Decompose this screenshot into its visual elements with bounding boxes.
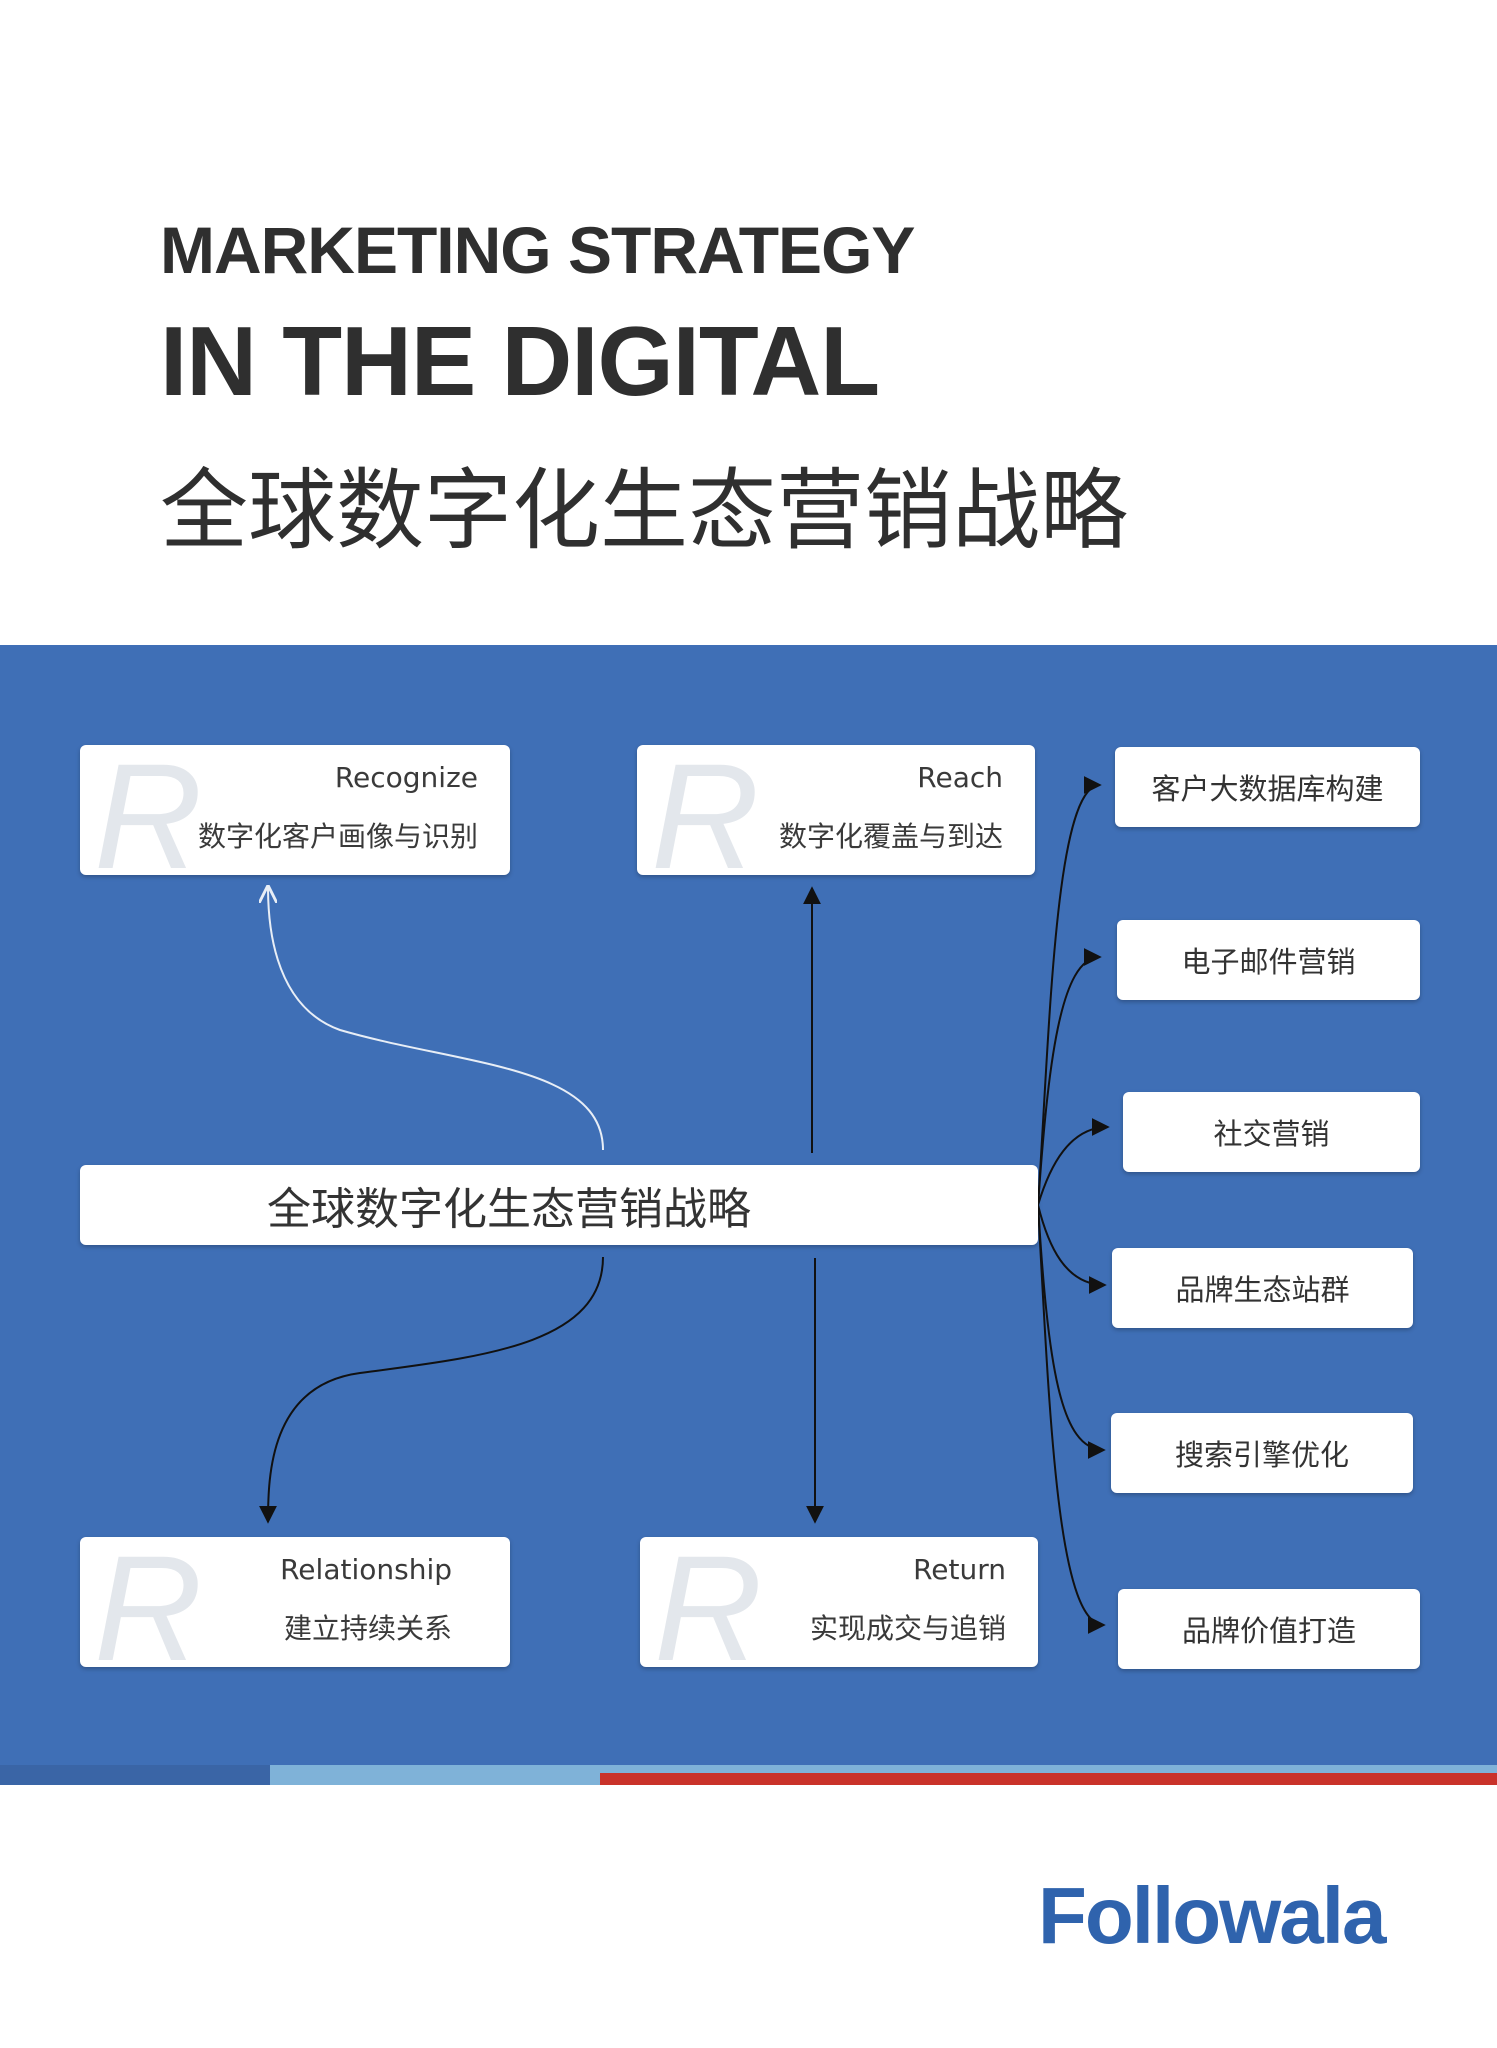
r-watermark: R [94, 1537, 203, 1667]
reach-title: Reach [917, 761, 1003, 794]
return-subtitle: 实现成交与追销 [809, 1612, 1006, 1645]
recognize-box: R Recognize 数字化客户画像与识别 [80, 745, 510, 875]
connector-channel-4 [1037, 1204, 1107, 1294]
title-chinese: 全球数字化生态营销战略 [160, 459, 1129, 562]
return-box: R Return 实现成交与追销 [640, 1537, 1038, 1667]
center-strategy-label: 全球数字化生态营销战略 [267, 1184, 751, 1235]
r-watermark: R [654, 1537, 763, 1667]
stripe-dark [0, 1765, 270, 1785]
diagram-panel: R Recognize 数字化客户画像与识别 R Reach 数字化覆盖与到达 … [0, 645, 1497, 1785]
center-strategy-box: 全球数字化生态营销战略 [80, 1165, 1038, 1245]
channel-box-5: 搜索引擎优化 [1111, 1413, 1413, 1493]
connector-relationship [259, 1256, 604, 1524]
recognize-title: Recognize [334, 761, 478, 794]
relationship-box: R Relationship 建立持续关系 [80, 1537, 510, 1667]
stripe-light-left [270, 1773, 600, 1785]
followala-logo: Followala [1038, 1871, 1386, 1960]
relationship-title: Relationship [280, 1553, 452, 1586]
channel-box-6: 品牌价值打造 [1118, 1589, 1420, 1669]
channel-box-4: 品牌生态站群 [1112, 1248, 1413, 1328]
r-watermark: R [94, 745, 203, 875]
stripe-red [600, 1773, 1497, 1785]
reach-box: R Reach 数字化覆盖与到达 [637, 745, 1035, 875]
connector-channel-3 [1037, 1118, 1110, 1206]
connector-lines [0, 776, 1110, 1634]
recognize-subtitle: 数字化客户画像与识别 [197, 820, 478, 853]
channel-box-3: 社交营销 [1123, 1092, 1420, 1172]
title-line-1: MARKETING STRATEGY [160, 213, 915, 287]
channel-box-2: 电子邮件营销 [1117, 920, 1420, 1000]
connector-channel-6 [1037, 1204, 1106, 1634]
title-line-2: IN THE DIGITAL [160, 306, 880, 416]
r-watermark: R [651, 745, 760, 875]
channel-box-1: 客户大数据库构建 [1115, 747, 1420, 827]
reach-subtitle: 数字化覆盖与到达 [778, 820, 1003, 853]
stripe-light [270, 1765, 1497, 1773]
relationship-subtitle: 建立持续关系 [283, 1612, 452, 1645]
connector-channel-2 [1037, 948, 1102, 1206]
connector-channel-5 [1037, 1204, 1106, 1459]
connector-recognize [268, 887, 604, 1151]
connector-channel-1 [1037, 776, 1102, 1206]
return-title: Return [913, 1553, 1006, 1586]
